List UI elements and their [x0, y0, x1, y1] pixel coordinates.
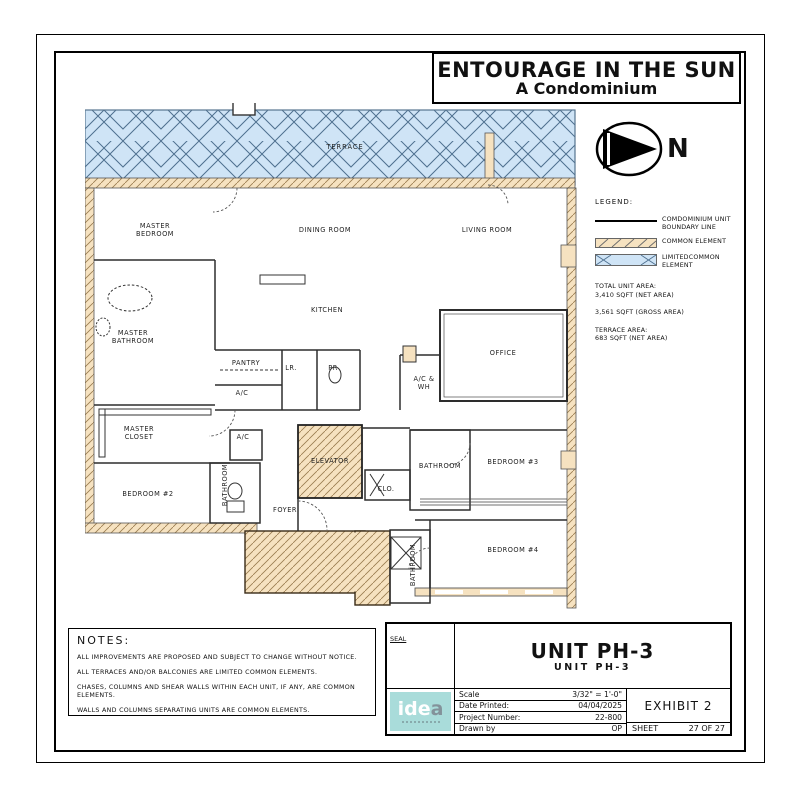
- room-label-bedroom-2: BEDROOM #2: [122, 489, 174, 498]
- total-area-label: TOTAL UNIT AREA:: [595, 283, 657, 291]
- note-item: WALLS AND COLUMNS SEPARATING UNITS ARE C…: [77, 707, 310, 715]
- logo-tagline: [401, 721, 440, 723]
- room-label-master-bathroom: MASTER BATHROOM: [111, 328, 155, 345]
- legend: LEGEND: COMDOMINIUM UNIT BOUNDARY LINE C…: [595, 198, 745, 353]
- legend-boundary-label1: COMDOMINIUM UNIT: [662, 216, 731, 223]
- notes-box: NOTES: ALL IMPROVEMENTS ARE PROPOSED AND…: [68, 628, 376, 716]
- note-item: ALL IMPROVEMENTS ARE PROPOSED AND SUBJEC…: [77, 654, 357, 661]
- unit-title: UNIT PH-3: [530, 638, 655, 663]
- drawn-by-label: Drawn by: [459, 724, 496, 734]
- drawing-info-table: Scale 3/32" = 1'-0" Date Printed: 04/04/…: [455, 689, 627, 734]
- north-arrow-icon: [595, 121, 663, 177]
- legend-item-limited: LIMITEDCOMMON ELEMENT: [595, 253, 745, 270]
- room-label-terrace: TERRACE: [326, 142, 364, 151]
- exhibit-label: EXHIBIT 2: [627, 689, 730, 723]
- sheet-label: SHEET: [632, 724, 659, 733]
- notes-heading: NOTES:: [77, 634, 131, 647]
- room-label-bathroom-bed3: BATHROOM: [418, 461, 462, 470]
- inner-border: [54, 51, 746, 752]
- boundary-line-swatch: [595, 220, 657, 222]
- room-label-elevator: ELEVATOR: [311, 456, 349, 465]
- legend-limited-label1: LIMITEDCOMMON: [662, 253, 720, 261]
- room-label-ac-wh: A/C & WH: [413, 374, 435, 391]
- area-summary: TOTAL UNIT AREA: 3,410 SQFT (NET AREA) 3…: [595, 283, 745, 344]
- total-area-gross: 3,561 SQFT (GROSS AREA): [595, 309, 685, 317]
- room-label-ac-1: A/C: [235, 388, 249, 397]
- room-label-dining-room: DINING ROOM: [298, 225, 352, 234]
- legend-item-boundary: COMDOMINIUM UNIT BOUNDARY LINE: [595, 216, 745, 232]
- north-arrow: N: [595, 112, 710, 186]
- seal-cell: SEAL: [387, 624, 455, 688]
- sheet-value: 27 OF 27: [688, 724, 725, 733]
- room-label-bedroom-4: BEDROOM #4: [487, 545, 539, 554]
- title-block: SEAL UNIT PH-3 UNIT PH-3 idea Scale 3/32: [385, 622, 732, 736]
- seal-label: SEAL: [390, 635, 407, 643]
- terrace-area-label: TERRACE AREA:: [595, 326, 648, 334]
- floor-plan-drawing: [85, 103, 577, 609]
- outer-border: [36, 34, 765, 763]
- note-item: CHASES, COLUMNS AND SHEAR WALLS WITHIN E…: [77, 683, 356, 700]
- project-title: ENTOURAGE IN THE SUN: [437, 57, 736, 82]
- scale-row: Scale 3/32" = 1'-0": [455, 689, 626, 701]
- drawn-by-row: Drawn by OP: [455, 724, 626, 735]
- legend-heading: LEGEND:: [595, 198, 634, 206]
- north-label: N: [667, 134, 689, 164]
- project-number-label: Project Number:: [459, 712, 521, 722]
- common-element-swatch: [595, 237, 657, 248]
- date-printed-row: Date Printed: 04/04/2025: [455, 701, 626, 712]
- logo-text-gray: a: [430, 698, 444, 720]
- room-label-bedroom-3: BEDROOM #3: [487, 457, 539, 466]
- sheet-row: SHEET 27 OF 27: [627, 723, 730, 734]
- logo-text-white: ide: [397, 698, 431, 720]
- legend-common-label: COMMON ELEMENT: [662, 237, 727, 245]
- room-label-foyer: FOYER: [273, 505, 297, 514]
- logo-cell: idea: [387, 689, 455, 734]
- room-label-lr: LR.: [285, 363, 297, 372]
- room-label-pantry: PANTRY: [231, 358, 261, 367]
- room-label-bathroom-bed2: BATHROOM: [220, 463, 229, 507]
- limited-common-swatch: [595, 253, 657, 266]
- room-label-bathroom-bed4: BATHROOM: [408, 543, 417, 587]
- legend-limited-label2: ELEMENT: [662, 261, 693, 269]
- project-number-value: 22-800: [595, 712, 622, 722]
- project-title-box: ENTOURAGE IN THE SUN A Condominium: [432, 52, 741, 104]
- room-label-office: OFFICE: [489, 348, 517, 357]
- room-label-master-bedroom: MASTER BEDROOM: [136, 221, 174, 238]
- unit-title-cell: UNIT PH-3 UNIT PH-3: [455, 624, 730, 688]
- floor-plan: TERRACE MASTER BEDROOM DINING ROOM LIVIN…: [85, 103, 578, 615]
- unit-subtitle: UNIT PH-3: [554, 661, 631, 673]
- legend-item-common: COMMON ELEMENT: [595, 237, 745, 248]
- room-label-pr: PR: [328, 363, 338, 372]
- room-label-master-closet: MASTER CLOSET: [123, 424, 155, 441]
- legend-boundary-label2: BOUNDARY LINE: [662, 223, 717, 231]
- date-printed-value: 04/04/2025: [578, 701, 622, 711]
- idea-logo: idea: [390, 692, 451, 731]
- total-area-net: 3,410 SQFT (NET AREA): [595, 291, 674, 299]
- room-label-closet: CLO.: [377, 484, 395, 493]
- project-number-row: Project Number: 22-800: [455, 712, 626, 724]
- project-subtitle: A Condominium: [515, 78, 658, 98]
- terrace-area-net: 683 SQFT (NET AREA): [595, 335, 668, 343]
- scale-value: 3/32" = 1'-0": [572, 689, 622, 699]
- note-item: ALL TERRACES AND/OR BALCONIES ARE LIMITE…: [77, 668, 318, 676]
- room-label-kitchen: KITCHEN: [310, 305, 344, 314]
- scale-label: Scale: [459, 689, 480, 699]
- date-printed-label: Date Printed:: [459, 701, 510, 711]
- room-label-ac-2: A/C: [236, 432, 250, 441]
- room-label-living-room: LIVING ROOM: [461, 225, 513, 234]
- drawn-by-value: OP: [611, 724, 622, 734]
